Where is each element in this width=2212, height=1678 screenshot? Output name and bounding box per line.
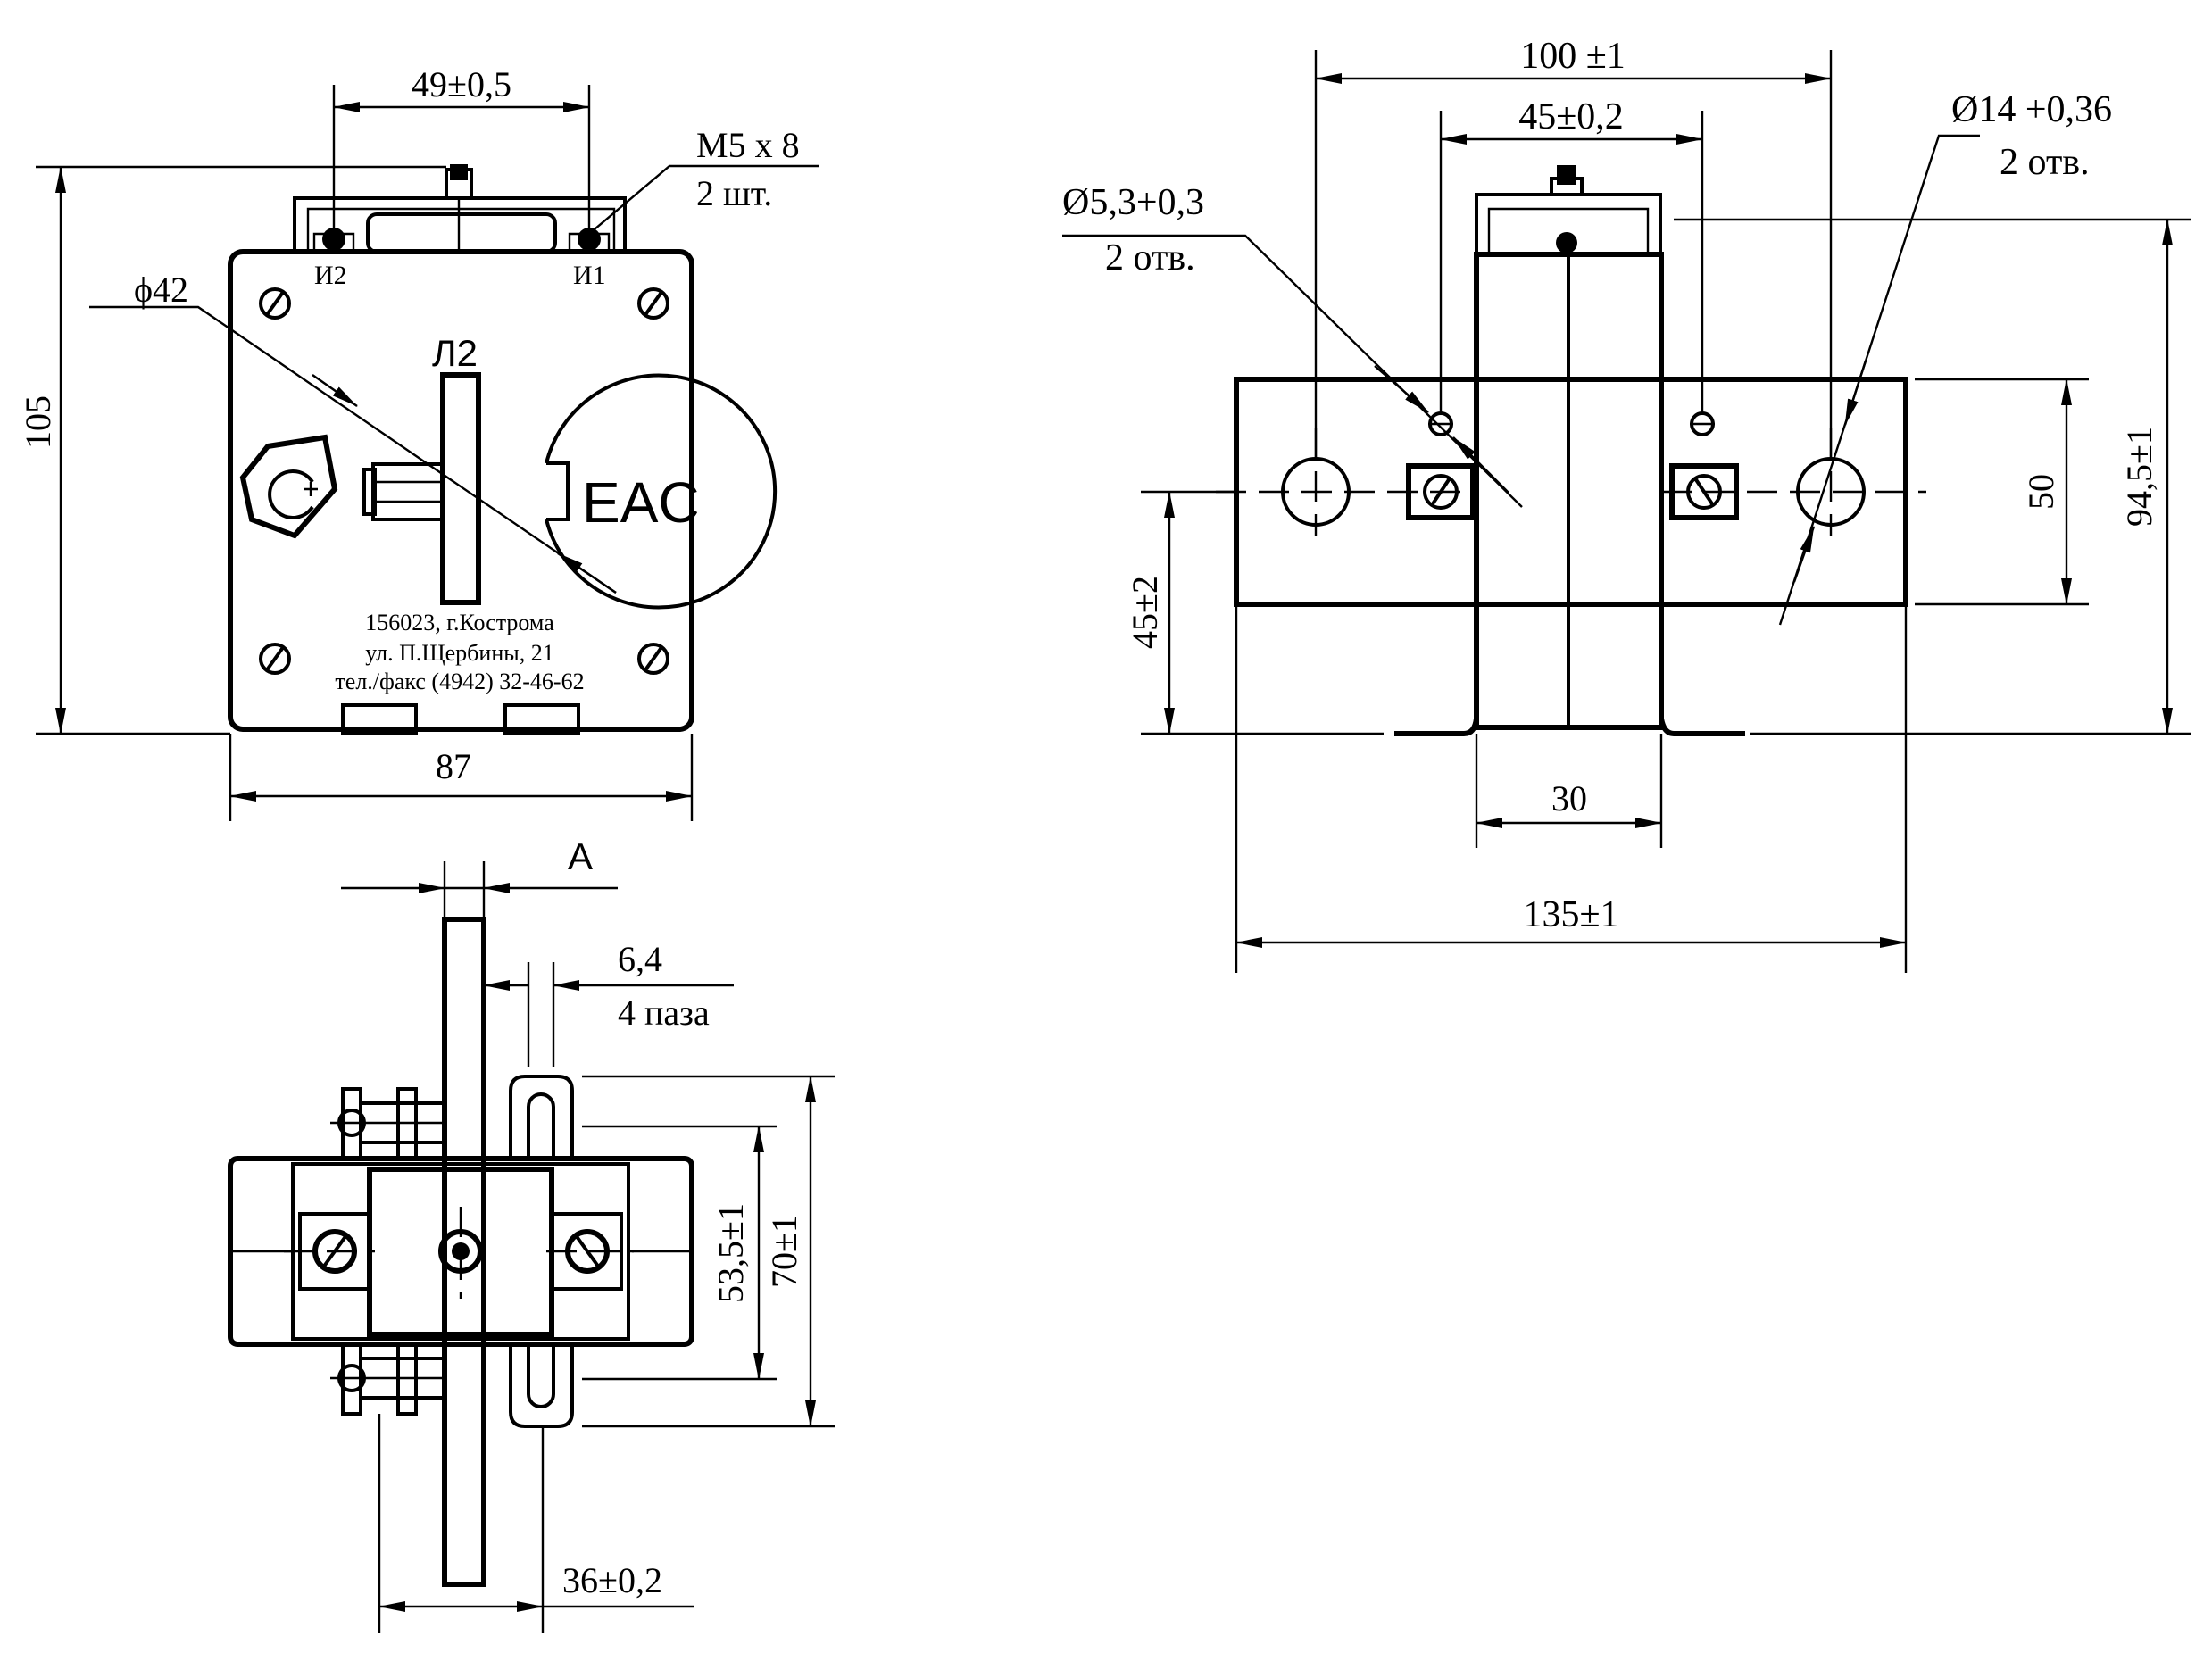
dim-total-width: 100 ±1 [1520,36,1626,77]
slot-spec-line-1: 6,4 [618,939,662,979]
slot-spec-line-2: 4 паза [618,993,710,1033]
bolt-lower-left [330,1342,446,1416]
window-circle [545,373,778,610]
front-bracket-window [366,212,557,253]
top-busbar [442,917,486,1587]
dim-slot-pitch: 53,5±1 [711,1203,751,1303]
front-view: EAC Л2 И2 И1 156023, г.Кострома ул. П.Ще… [18,64,819,821]
bottom-foot-right [503,703,580,735]
dim-mount-spacing: 36±0,2 [562,1560,662,1600]
front-top-screw [445,164,473,252]
slotted-lug-upper [509,1075,574,1159]
terminal-left-label: И2 [314,261,347,290]
dim-inner-holes: 45±0,2 [1518,96,1624,137]
side-top-screw [1550,165,1584,253]
dim-terminal-spacing: 49±0,5 [412,64,511,104]
large-hole-spec-line-1: Ø14 +0,36 [1951,89,2112,130]
dim-height: 105 [18,395,58,449]
dim-axis-height: 45±2 [1125,576,1165,649]
small-hole-right [1690,411,1715,436]
side-top-bracket [1475,193,1662,254]
slotted-lug-lower [509,1344,574,1428]
base-foot-left [1394,718,1479,736]
large-hole-spec-line-2: 2 отв. [2000,142,2090,183]
terminal-screw-left [312,228,355,252]
corner-screw-tl [259,287,291,320]
screw-spec-line-1: M5 x 8 [696,125,800,165]
terminal-screw-right [568,228,611,252]
dim-overall: 70±1 [764,1215,804,1288]
dim-label-a: A [568,835,593,877]
front-body [228,249,694,732]
terminal-right-label: И1 [573,261,606,290]
base-foot-right [1659,718,1745,736]
side-view: 100 ±1 45±0,2 Ø14 +0,36 2 отв. Ø5,3+0,3 … [1062,36,2191,973]
dim-bar-height: 50 [2021,474,2061,510]
address-line-1: 156023, г.Кострома [365,610,554,635]
primary-label: Л2 [432,332,478,374]
bottom-foot-left [341,703,418,735]
corner-screw-bl [259,643,291,675]
bolt-upper-left [330,1087,446,1160]
certification-seal-icon [239,434,338,539]
address-line-2: ул. П.Щербины, 21 [365,640,553,666]
small-hole-spec-line-2: 2 отв. [1105,237,1195,278]
dim-core-width: 30 [1551,778,1587,818]
address-line-3: тел./факс (4942) 32-46-62 [335,669,584,694]
dim-width: 87 [436,746,471,786]
top-view: A 6,4 4 паза 53,5±1 70±1 36±0,2 [228,835,835,1633]
screw-spec-line-2: 2 шт. [696,173,772,213]
top-center-screw [438,1207,483,1299]
corner-screw-tr [637,287,669,320]
corner-screw-br [637,643,669,675]
dim-window-diameter: ϕ42 [134,270,188,310]
eac-mark: EAC [582,470,700,535]
dim-overall-length: 135±1 [1523,894,1618,935]
primary-busbar [440,372,481,605]
side-bolt [362,462,445,521]
small-hole-spec-line-1: Ø5,3+0,3 [1062,182,1204,223]
dim-total-height: 94,5±1 [2119,427,2159,527]
small-hole-left [1428,411,1453,436]
